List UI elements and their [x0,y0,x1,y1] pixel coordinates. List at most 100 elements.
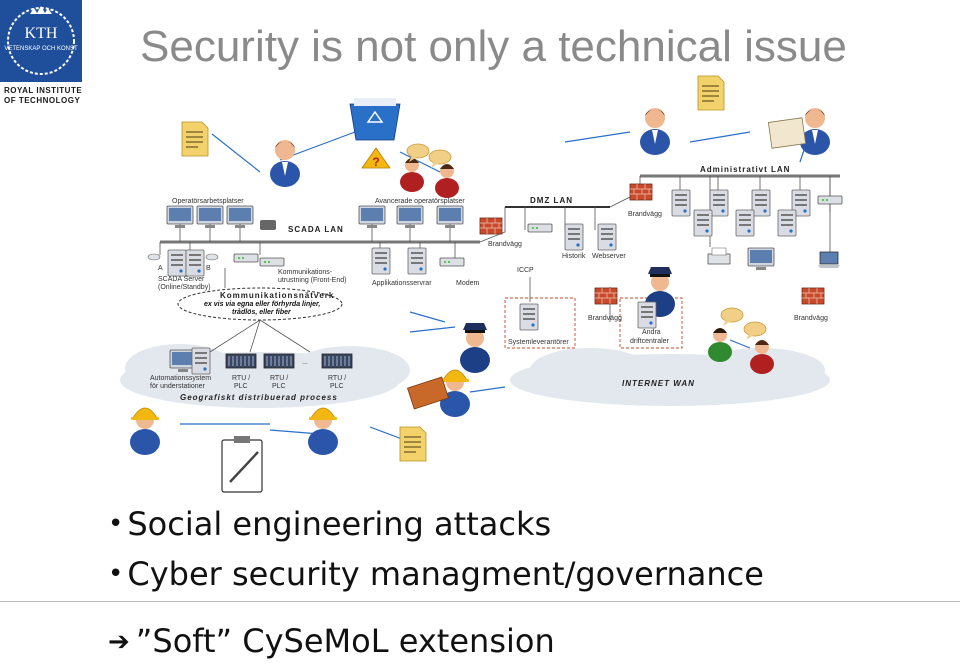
admin-server-2 [709,189,729,217]
app-servers-label: Applikationsservrar [372,280,432,287]
scada-server-label-2: (Online/Standby) [158,284,211,291]
worker-1-icon [129,407,161,456]
rtu-ellipsis: ... [302,359,308,366]
institution-line-1: ROYAL INSTITUTE [4,86,83,95]
firewall-label-4: Brandvägg [488,241,522,248]
toolbox-icon [406,376,450,410]
firewall-label-1: Brandvägg [628,211,662,218]
admin-server-1 [671,189,691,217]
person-red-icon [750,340,774,374]
blue-links [180,131,811,443]
firewall-dmz-admin-icon [629,183,653,201]
slide-title: Security is not only a technical issue [140,22,847,71]
bullet-text-2: Cyber security managment/governance [127,555,764,593]
historian-server-icon [564,223,584,251]
laptop-icon [817,251,841,269]
extension-line: ➔”Soft” CySeMoL extension [108,622,555,660]
rtu-3-icon [321,353,353,369]
document-icon-bottom [399,426,427,462]
rtu-3-label-a: RTU / [328,375,346,382]
comm-net-label-1: Kommunikationsnätverk [220,291,334,300]
rtu-2-label-a: RTU / [270,375,288,382]
web-server-icon [597,223,617,251]
logo-monogram: KTH [25,25,58,42]
vendor-server-icon [519,303,539,331]
admin-server-6 [735,209,755,237]
other-centers-label-1: Andra [642,329,661,336]
geo-process-label: Geografiskt distribuerad process [180,393,338,402]
rtu-2-icon [263,353,295,369]
newspaper-icon [767,117,807,149]
speech-bubble-internet-2 [743,321,767,341]
bullet-dot-icon: • [108,559,124,589]
phone-icon [260,220,276,230]
bullet-text-1: Social engineering attacks [127,505,552,543]
admin-server-7 [777,209,797,237]
scada-lan-label: SCADA LAN [288,225,344,234]
institution-name: ROYAL INSTITUTE OF TECHNOLOGY [4,86,88,106]
speech-bubble-internet-1 [720,307,744,327]
bullet-list: •Social engineering attacks •Cyber secur… [108,505,764,605]
substation-server-icon [191,347,211,375]
firewall-internet-1-icon [594,287,618,305]
disk-a-icon [147,253,161,261]
server-a-label: A [158,265,163,272]
other-center-server-icon [637,301,657,329]
scada-network-diagram: Administrativt LAN Brandvägg Brandvägg B… [110,72,850,500]
network-diagram-svg: Administrativt LAN Brandvägg Brandvägg B… [120,75,843,493]
person-vendor-icon [460,323,490,373]
webserver-label: Webserver [592,253,626,260]
admin-server-5 [693,209,713,237]
rtu-1-icon [225,353,257,369]
admin-lan-label: Administrativt LAN [700,165,790,174]
admin-switch-icon [817,195,843,205]
disk-b-icon [205,253,219,261]
person-green-icon [708,328,732,362]
scada-server-b-icon [185,249,205,277]
cloud-internet [510,348,830,406]
comm-equip-label-1: Kommunikations- [278,269,333,276]
admin-pc-icon [747,247,775,271]
modem-label: Modem [456,280,480,287]
rtu-2-label-b: PLC [272,383,286,390]
printer-icon [707,247,731,265]
logo-motto: VETENSKAP OCH KONST [4,46,78,52]
modem-icon [439,257,465,267]
divider-line [0,601,960,602]
firewall-scada-dmz-icon [479,217,503,235]
document-icon-operator [181,121,209,157]
svg-text:?: ? [372,155,379,169]
question-mark-icon: ? [361,147,391,169]
person-reading-icon [800,108,830,155]
front-end-switch-2 [259,257,285,267]
firewall-label-3: Brandvägg [794,315,828,322]
front-end-switch-1 [233,253,259,263]
operator-ws-label: Operatörsarbetsplatser [172,198,244,205]
scada-server-label-1: SCADA Server [158,276,205,283]
person-operator-icon [270,140,300,187]
system-vendors-label: Systemleverantörer [508,339,569,346]
bullet-dot-icon: • [108,509,124,539]
iccp-label: ICCP [517,267,534,274]
substation-label-1: Automationssystem [150,375,211,382]
person-admin-icon [640,108,670,155]
app-server-1 [371,247,391,275]
person-advanced-2-icon [435,164,459,198]
rtu-1-label-b: PLC [234,383,248,390]
dmz-lan-label: DMZ LAN [530,196,573,205]
admin-server-3 [751,189,771,217]
firewall-label-2: Brandvägg [588,315,622,322]
bullet-item-1: •Social engineering attacks [108,505,764,555]
other-centers-label-2: driftcentraler [630,338,670,345]
rtu-3-label-b: PLC [330,383,344,390]
institution-line-2: OF TECHNOLOGY [4,96,81,105]
comm-equip-label-2: utrustning (Front-End) [278,277,346,284]
comm-net-label-2: ex vis via egna eller förhyrda linjer, [204,301,320,308]
dmz-switch-icon [527,223,553,233]
kth-crest-icon: KTH VETENSKAP OCH KONST [0,0,82,82]
app-server-2 [407,247,427,275]
comm-net-label-3: trådlös, eller fiber [232,308,292,316]
right-arrow-icon: ➔ [108,627,130,657]
kth-logo: KTH VETENSKAP OCH KONST [0,0,82,82]
clipboard-icon [221,436,263,493]
